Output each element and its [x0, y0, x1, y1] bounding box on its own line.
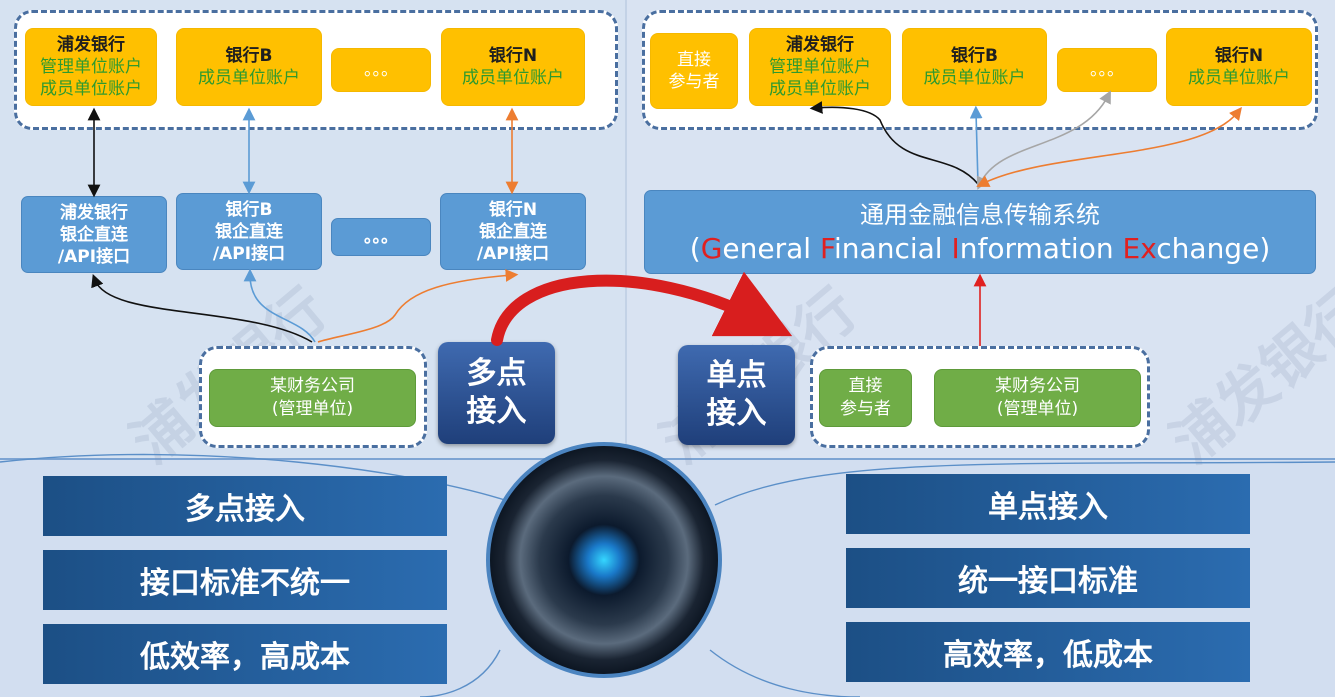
- left-bar-3: 低效率，高成本: [43, 624, 447, 684]
- api-line: 银企直连: [215, 221, 283, 242]
- left-bank-b: 银行B 成员单位账户: [176, 28, 322, 106]
- api-line: /API接口: [212, 243, 286, 264]
- ellipsis: 。。。: [364, 227, 398, 247]
- right-bar-1: 单点接入: [846, 474, 1250, 534]
- account-label: 成员单位账户: [40, 79, 142, 99]
- right-direct-participant: 直接 参与者: [650, 33, 738, 109]
- left-api-spdb: 浦发银行 银企直连 /API接口: [21, 196, 167, 273]
- participant-line: 参与者: [840, 399, 891, 419]
- left-bar-2: 接口标准不统一: [43, 550, 447, 610]
- multi-point-badge: 多点 接入: [438, 342, 555, 444]
- account-label: 成员单位账户: [769, 79, 871, 99]
- paren-open: (: [689, 232, 701, 265]
- bank-title: 银行B: [951, 46, 998, 66]
- bank-title: 浦发银行: [57, 35, 125, 55]
- api-line: 银企直连: [60, 224, 128, 245]
- letter-x: x: [1140, 232, 1157, 265]
- single-point-badge: 单点 接入: [678, 345, 795, 445]
- tech-core-image: [486, 442, 722, 678]
- bank-title: 银行N: [488, 46, 538, 66]
- account-label: 成员单位账户: [198, 68, 300, 88]
- company-role: (管理单位): [271, 399, 354, 419]
- system-name-cn: 通用金融信息传输系统: [860, 201, 1100, 229]
- right-bank-b: 银行B 成员单位账户: [902, 28, 1047, 106]
- right-bar-2: 统一接口标准: [846, 548, 1250, 608]
- word-general: eneral: [722, 232, 820, 265]
- api-line: 银行B: [225, 199, 273, 220]
- company-name: 某财务公司: [270, 376, 355, 396]
- right-bank-ellipsis: 。。。: [1057, 48, 1157, 92]
- system-name-en: (General Financial Information Exchange): [690, 232, 1271, 266]
- letter-g: G: [700, 232, 723, 265]
- left-bar-1: 多点接入: [43, 476, 447, 536]
- letter-i: I: [951, 232, 960, 265]
- bank-title: 银行N: [1214, 46, 1264, 66]
- api-line: 银行N: [488, 199, 538, 220]
- account-label: 管理单位账户: [40, 57, 142, 77]
- ellipsis: 。。。: [364, 60, 398, 80]
- bank-title: 银行B: [225, 46, 273, 66]
- badge-line: 单点: [706, 358, 767, 393]
- account-label: 成员单位账户: [1188, 68, 1290, 88]
- right-bank-n: 银行N 成员单位账户: [1166, 28, 1312, 106]
- word-financial: inancial: [834, 232, 952, 265]
- bank-title: 浦发银行: [786, 35, 854, 55]
- account-label: 成员单位账户: [923, 68, 1026, 88]
- api-line: 浦发银行: [60, 202, 128, 223]
- gfie-system: 通用金融信息传输系统 (General Financial Informatio…: [644, 190, 1316, 274]
- ellipsis: 。。。: [1090, 60, 1124, 80]
- participant-line: 直接: [677, 50, 711, 70]
- left-api-ellipsis: 。。。: [331, 218, 431, 256]
- badge-line: 多点: [466, 356, 527, 391]
- right-bank-spdb: 浦发银行 管理单位账户 成员单位账户: [749, 28, 891, 106]
- api-line: /API接口: [57, 246, 131, 267]
- right-company: 某财务公司 (管理单位): [934, 369, 1141, 427]
- left-bank-n: 银行N 成员单位账户: [441, 28, 585, 106]
- company-name: 某财务公司: [995, 376, 1080, 396]
- badge-line: 接入: [466, 394, 527, 429]
- word-information: nformation: [959, 232, 1123, 265]
- left-company: 某财务公司 (管理单位): [209, 369, 416, 427]
- participant-line: 参与者: [668, 72, 720, 92]
- letter-e: E: [1122, 232, 1141, 265]
- company-role: (管理单位): [996, 399, 1079, 419]
- left-api-b: 银行B 银企直连 /API接口: [176, 193, 322, 270]
- left-api-n: 银行N 银企直连 /API接口: [440, 193, 586, 270]
- word-change: change: [1156, 232, 1260, 265]
- paren-close: ): [1259, 232, 1271, 265]
- right-bar-3: 高效率，低成本: [846, 622, 1250, 682]
- right-direct-participant-bottom: 直接 参与者: [819, 369, 912, 427]
- badge-line: 接入: [706, 396, 767, 431]
- left-bank-spdb: 浦发银行 管理单位账户 成员单位账户: [25, 28, 157, 106]
- participant-line: 直接: [848, 376, 883, 396]
- account-label: 成员单位账户: [462, 68, 564, 88]
- panel-divider: [625, 0, 627, 458]
- api-line: 银企直连: [479, 221, 547, 242]
- api-line: /API接口: [476, 243, 550, 264]
- letter-f: F: [819, 232, 835, 265]
- account-label: 管理单位账户: [769, 57, 871, 77]
- left-bank-ellipsis: 。。。: [331, 48, 431, 92]
